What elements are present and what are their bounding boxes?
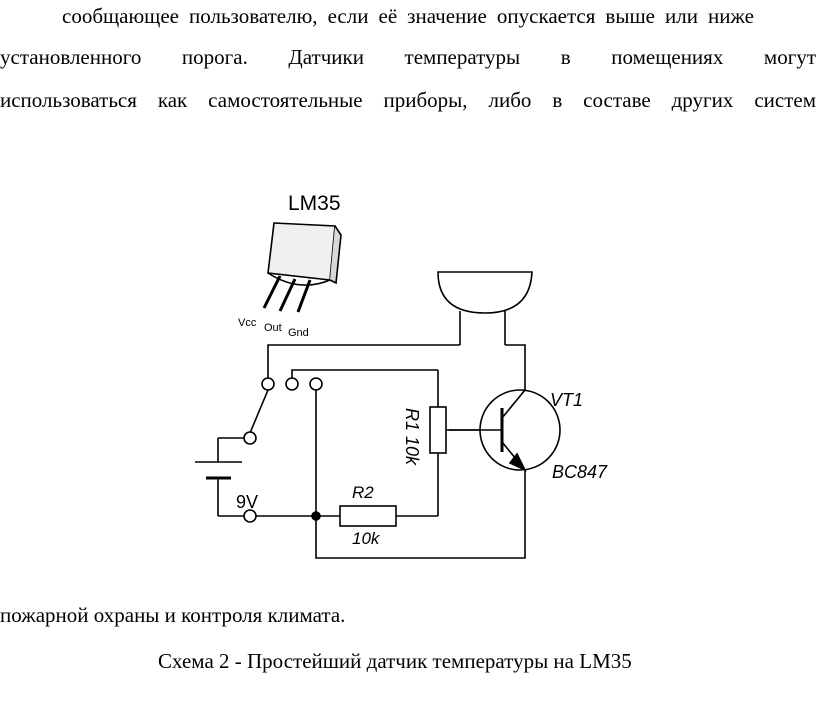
circuit-schematic: LM35 Vcc Out Gnd 9V R2 10k R1 10k VT1 BC… bbox=[195, 192, 608, 559]
transistor-vt1-icon bbox=[479, 389, 561, 472]
battery-icon bbox=[195, 437, 244, 517]
r2-value-label: 10k bbox=[352, 529, 381, 548]
terminal-gnd bbox=[309, 377, 323, 391]
r2-name-label: R2 bbox=[352, 483, 374, 502]
paragraph-line-3: использоваться как самостоятельные прибо… bbox=[0, 88, 816, 112]
paragraph-line-1: сообщающее пользователю, если её значени… bbox=[62, 4, 754, 28]
paragraph-line-2: установленного порога. Датчики температу… bbox=[0, 45, 816, 69]
r1-label: R1 10k bbox=[402, 408, 422, 466]
pin-out-label: Out bbox=[264, 322, 282, 334]
pin-gnd-label: Gnd bbox=[288, 327, 309, 339]
vt1-label: VT1 bbox=[550, 390, 583, 410]
terminal-vcc bbox=[261, 377, 275, 391]
terminal-out bbox=[285, 377, 299, 391]
paragraph-continuation: пожарной охраны и контроля климата. bbox=[0, 603, 346, 627]
resistor-r2-icon bbox=[339, 505, 397, 527]
potentiometer-r1-icon bbox=[429, 406, 447, 454]
bc847-label: BC847 bbox=[552, 462, 608, 482]
terminal-battery-plus bbox=[243, 431, 257, 445]
lm35-label: LM35 bbox=[288, 192, 341, 215]
pin-vcc-label: Vcc bbox=[238, 317, 257, 329]
buzzer-icon bbox=[437, 271, 533, 345]
junction-dot bbox=[311, 511, 321, 521]
battery-label: 9V bbox=[236, 492, 258, 512]
lm35-sensor-icon bbox=[262, 222, 342, 313]
figure-caption: Схема 2 - Простейший датчик температуры … bbox=[158, 649, 632, 673]
